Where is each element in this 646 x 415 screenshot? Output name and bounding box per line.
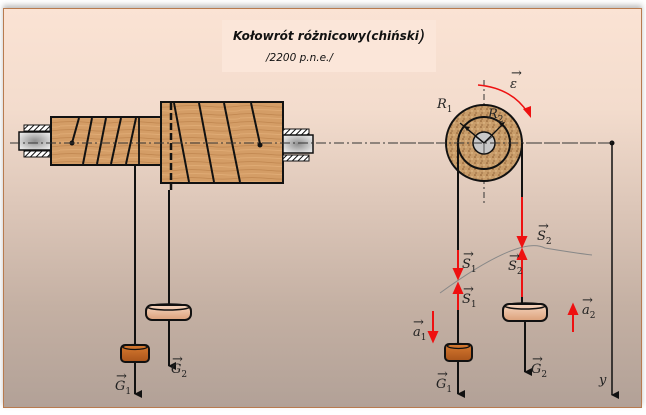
section-cut-curve	[439, 245, 593, 294]
right-G1-label: G1 →	[436, 367, 452, 395]
S2-down-label: S2 →	[537, 219, 552, 247]
title-box	[222, 20, 436, 72]
epsilon-arrowhead	[523, 106, 531, 118]
a2-label: a2 →	[582, 293, 596, 321]
R2-label: R2	[487, 107, 504, 125]
left-weight-2	[145, 303, 192, 321]
right-G2-label: G2 →	[531, 352, 547, 380]
svg-text:a2: a2	[582, 303, 596, 321]
svg-text:G2: G2	[171, 362, 187, 380]
S1-down-label: S1 →	[462, 247, 477, 275]
epsilon-label: ε →	[510, 66, 522, 92]
a1-label: a1 →	[413, 315, 427, 343]
svg-text:S1: S1	[462, 257, 477, 275]
svg-text:R2: R2	[487, 107, 504, 125]
left-G1-label: G1 →	[115, 369, 131, 397]
svg-text:→: →	[437, 367, 448, 382]
S2-up-label: S2 →	[508, 249, 523, 277]
svg-text:→: →	[511, 66, 522, 81]
svg-text:→: →	[582, 293, 593, 308]
right-journal	[282, 134, 314, 154]
svg-text:→: →	[463, 247, 474, 262]
y-axis-label: y	[598, 373, 607, 388]
right-bearing-hatch-bottom	[282, 154, 310, 162]
axle-assembly	[18, 101, 314, 190]
svg-text:G2: G2	[531, 362, 547, 380]
svg-text:ε: ε	[510, 77, 517, 92]
R1-label: R1	[436, 97, 453, 115]
svg-text:a1: a1	[413, 325, 427, 343]
svg-text:→: →	[172, 352, 183, 367]
svg-text:G1: G1	[436, 377, 452, 395]
diagram-title: Kołowrót różnicowy(chiński)	[233, 27, 426, 47]
S1-up-label: S1 →	[462, 282, 477, 310]
svg-text:S2: S2	[508, 259, 523, 277]
left-G2-label: G2 →	[171, 352, 187, 380]
svg-text:R1: R1	[436, 97, 453, 115]
R2-radius-line	[483, 123, 504, 144]
svg-text:→: →	[116, 369, 127, 384]
small-drum-windings	[71, 117, 137, 165]
svg-text:→: →	[532, 352, 543, 367]
left-journal	[18, 131, 52, 151]
diagram-date: /2200 p.n.e./	[266, 52, 333, 64]
left-bearing-hatch-bottom	[23, 150, 51, 158]
left-bearing-hatch-top	[23, 124, 51, 132]
svg-text:S2: S2	[537, 229, 552, 247]
force-arrows	[427, 197, 579, 344]
right-weight-2	[502, 302, 548, 322]
title-text: Kołowrót różnicowy(chiński	[233, 29, 419, 43]
svg-text:→: →	[463, 282, 474, 297]
title-paren: )	[418, 27, 426, 47]
svg-text:→: →	[538, 219, 549, 234]
svg-text:G1: G1	[115, 379, 131, 397]
small-drum	[50, 116, 164, 166]
right-weight-1	[444, 342, 473, 362]
svg-text:→: →	[413, 315, 424, 330]
svg-text:S1: S1	[462, 292, 477, 310]
right-bearing-hatch-top	[282, 128, 310, 136]
diagram-frame	[3, 8, 642, 408]
left-weight-1	[120, 343, 150, 363]
svg-text:→: →	[509, 249, 520, 264]
